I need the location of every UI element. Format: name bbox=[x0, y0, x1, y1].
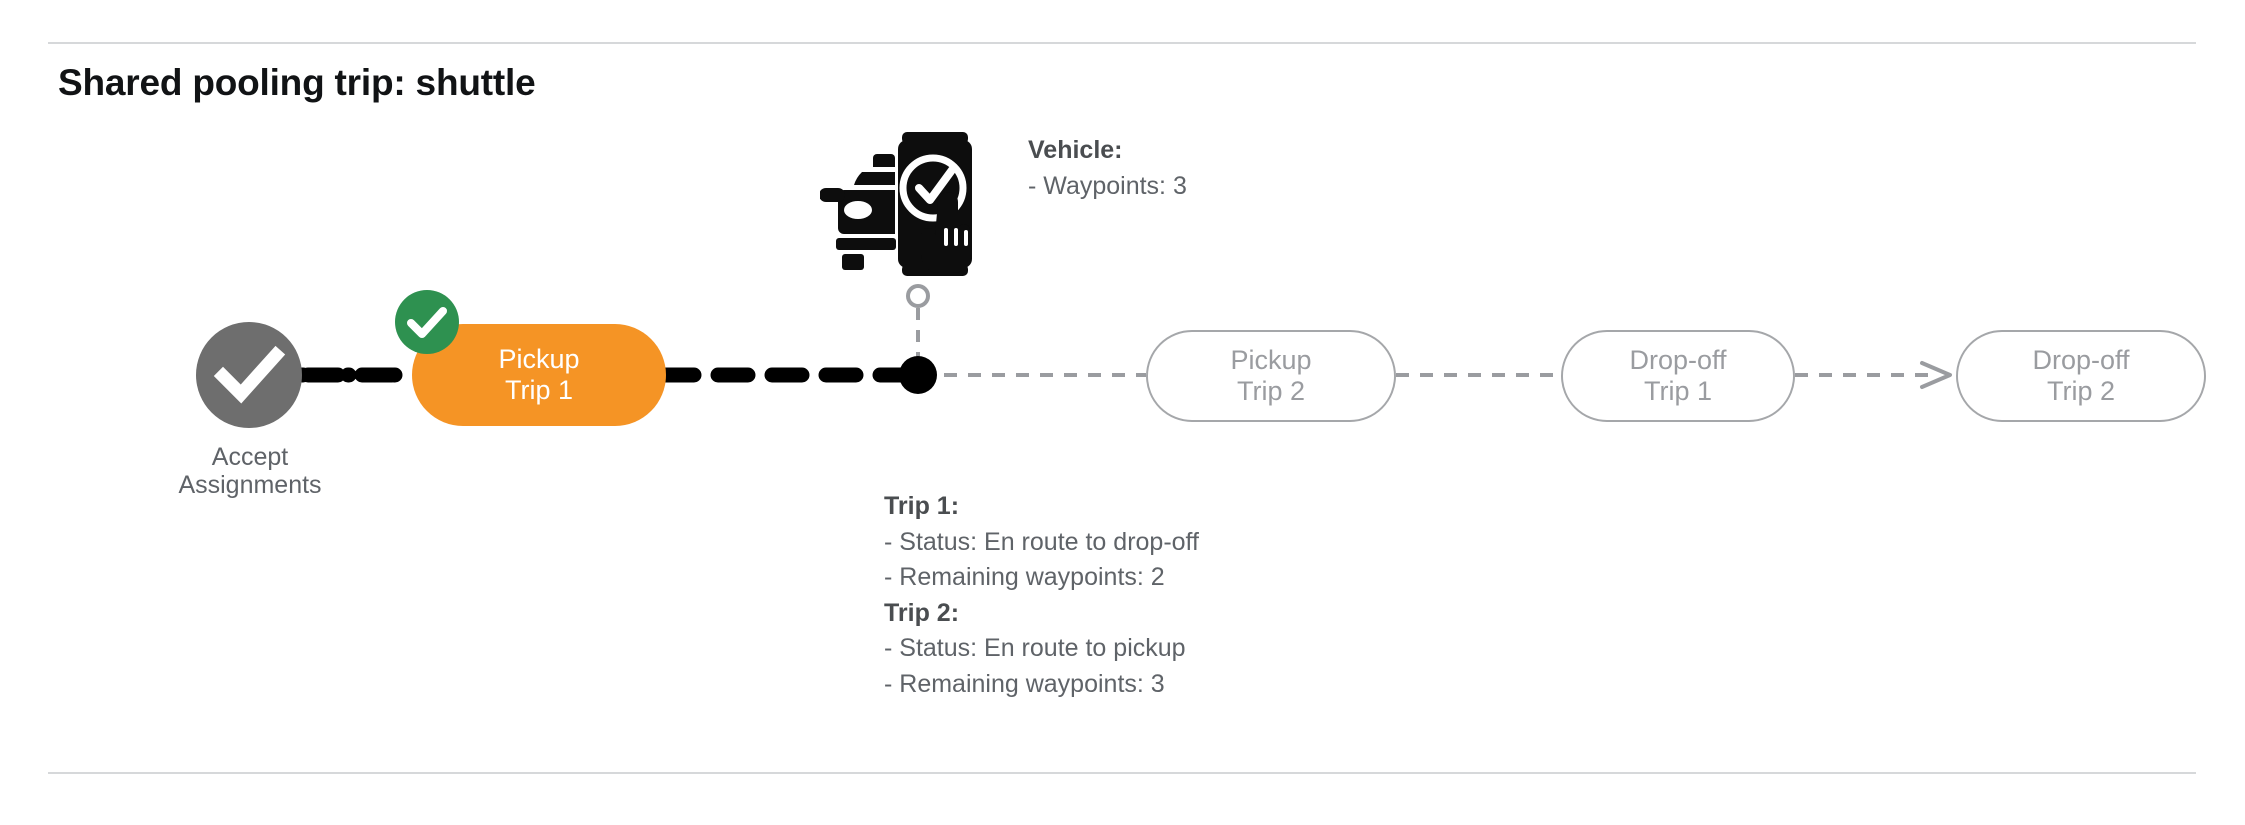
node-pickup-trip-1-line1: Pickup bbox=[498, 343, 580, 374]
trip-1-waypoints: - Remaining waypoints: 2 bbox=[884, 563, 1165, 591]
trip-2-heading: Trip 2: bbox=[884, 596, 1199, 632]
trip-1-heading-colon: : bbox=[950, 492, 960, 520]
node-pickup-trip-1[interactable]: Pickup Trip 1 bbox=[412, 324, 666, 426]
accept-label-line2: Assignments bbox=[178, 471, 322, 500]
node-dropoff-trip-1-line1: Drop-off bbox=[1629, 344, 1727, 375]
trip-2-waypoints: - Remaining waypoints: 3 bbox=[884, 669, 1165, 698]
divider-bottom bbox=[48, 772, 2196, 774]
trip-1-status: - Status: En route to drop-off bbox=[884, 527, 1199, 556]
check-badge-icon bbox=[395, 290, 459, 354]
trip-1-heading: Trip 1: bbox=[884, 489, 1199, 525]
node-pickup-trip-2-line2: Trip 2 bbox=[1236, 376, 1305, 406]
vehicle-info-block: Vehicle: - Waypoints: 3 bbox=[1028, 133, 1187, 204]
node-accept-assignments-label: Accept Assignments bbox=[70, 443, 430, 500]
trip-1-heading-text: Trip 1 bbox=[884, 492, 951, 520]
open-circle-marker bbox=[906, 284, 930, 308]
track-arrowhead bbox=[1920, 361, 1952, 389]
vehicle-info-heading-colon: : bbox=[1114, 136, 1123, 164]
node-accept-assignments[interactable] bbox=[196, 322, 302, 428]
vehicle-info-heading: Vehicle: bbox=[1028, 133, 1187, 169]
divider-top bbox=[48, 42, 2196, 44]
vehicle-phone-check-icon bbox=[820, 126, 980, 278]
node-dropoff-trip-1[interactable]: Drop-off Trip 1 bbox=[1561, 330, 1795, 422]
node-dropoff-trip-2-line1: Drop-off bbox=[2032, 344, 2130, 375]
vehicle-info-waypoints: - Waypoints: 3 bbox=[1028, 171, 1187, 200]
accept-label-line1: Accept bbox=[211, 443, 289, 471]
node-dropoff-trip-1-line2: Trip 1 bbox=[1643, 376, 1712, 406]
trip-2-status: - Status: En route to pickup bbox=[884, 634, 1186, 662]
trip-info-block: Trip 1: - Status: En route to drop-off -… bbox=[884, 489, 1199, 702]
node-dropoff-trip-2[interactable]: Drop-off Trip 2 bbox=[1956, 330, 2206, 422]
node-dropoff-trip-2-line2: Trip 2 bbox=[2046, 376, 2115, 406]
check-circle-icon bbox=[213, 345, 286, 404]
node-pickup-trip-2[interactable]: Pickup Trip 2 bbox=[1146, 330, 1396, 422]
current-position-dot bbox=[899, 356, 937, 394]
node-pickup-trip-1-line2: Trip 1 bbox=[504, 375, 573, 405]
accept-node-circle bbox=[196, 322, 302, 428]
trip-2-heading-text: Trip 2 bbox=[884, 598, 951, 627]
node-pickup-trip-2-line1: Pickup bbox=[1230, 344, 1312, 375]
page-title: Shared pooling trip: shuttle bbox=[58, 62, 536, 103]
vehicle-info-heading-text: Vehicle bbox=[1028, 136, 1115, 164]
trip-2-heading-colon: : bbox=[950, 598, 960, 627]
